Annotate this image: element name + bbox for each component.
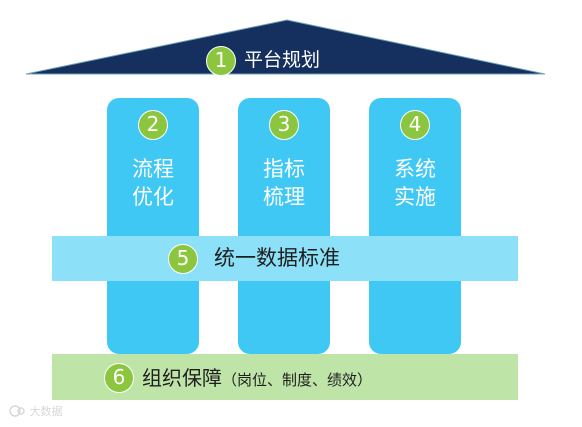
brand-logo-icon — [9, 405, 25, 417]
pillar-label-line1: 指标 — [263, 157, 305, 181]
roof-number-badge: 1 — [206, 46, 236, 76]
pillar-number-badge: 4 — [400, 110, 430, 140]
watermark: 大数据 — [8, 404, 63, 420]
base-number-badge: 6 — [104, 363, 134, 393]
pillar-number-badge: 2 — [138, 110, 168, 140]
pillar-label-line1: 流程 — [132, 157, 174, 181]
pillar-number-badge: 3 — [269, 110, 299, 140]
base-subtitle: （岗位、制度、绩效） — [222, 371, 373, 389]
pillar-process-optimization: 2 流程 优化 — [107, 98, 199, 354]
pillar-label-line2: 梳理 — [263, 185, 305, 209]
pillar-label: 系统 实施 — [369, 155, 461, 211]
pillar-system-implementation: 4 系统 实施 — [369, 98, 461, 354]
pillar-label-line2: 实施 — [394, 185, 436, 209]
data-standard-band — [52, 236, 518, 281]
base-title: 组织保障（岗位、制度、绩效） — [142, 364, 372, 394]
watermark-text: 大数据 — [29, 405, 63, 418]
pillar-label-line1: 系统 — [394, 157, 436, 181]
roof — [25, 19, 546, 75]
pillar-label: 指标 梳理 — [238, 155, 330, 211]
pillar-label: 流程 优化 — [107, 155, 199, 211]
roof-title: 平台规划 — [244, 49, 321, 71]
pillar-metric-review: 3 指标 梳理 — [238, 98, 330, 354]
band-number-badge: 5 — [168, 244, 198, 274]
base-title-main: 组织保障 — [142, 366, 222, 390]
roof-shape — [25, 19, 546, 75]
pillar-label-line2: 优化 — [132, 185, 174, 209]
band-title: 统一数据标准 — [214, 246, 340, 270]
